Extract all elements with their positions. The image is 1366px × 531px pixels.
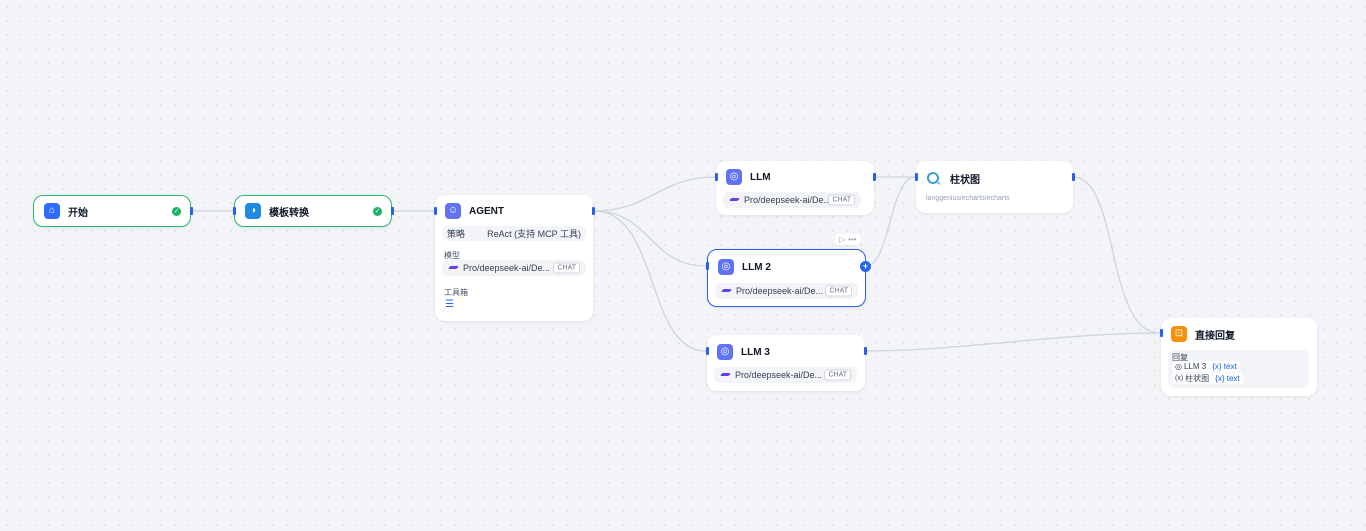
template-input-handle[interactable] xyxy=(233,207,236,215)
llm-node-title: LLM xyxy=(750,171,771,183)
llm2-model-row: Pro/deepseek-ai/De... CHAT xyxy=(715,283,858,299)
answer-node-title: 直接回复 xyxy=(1195,330,1235,342)
strategy-label: 策略 xyxy=(447,229,466,239)
run-icon[interactable]: ▷ xyxy=(839,235,846,244)
check-icon: ✓ xyxy=(373,207,382,216)
reply-var-source: 柱状图 xyxy=(1185,374,1210,383)
llm-input-handle[interactable] xyxy=(715,173,718,181)
start-node-title: 开始 xyxy=(68,207,88,219)
chart-node[interactable]: 柱状图 langgenius/echarts/echarts xyxy=(916,161,1073,213)
llm3-model-tag: CHAT xyxy=(824,369,851,381)
agent-strategy-row: 策略 ReAct (支持 MCP 工具) xyxy=(442,226,586,241)
deepseek-icon xyxy=(730,198,739,202)
template-output-handle[interactable] xyxy=(391,207,394,215)
agent-model-tag: CHAT xyxy=(553,262,580,274)
llm-model-row: Pro/deepseek-ai/De... CHAT xyxy=(723,192,861,208)
model-label: 模型 xyxy=(444,251,460,260)
start-output-handle[interactable] xyxy=(190,207,193,215)
llm3-model-name: Pro/deepseek-ai/De... xyxy=(735,370,823,380)
llm-model-name: Pro/deepseek-ai/De... xyxy=(744,195,832,205)
llm3-input-handle[interactable] xyxy=(706,347,709,355)
llm2-node-toolbar: ▷ ••• xyxy=(835,234,861,245)
llm-model-tag: CHAT xyxy=(828,194,855,206)
llm-output-handle[interactable] xyxy=(873,173,876,181)
llm-icon: ◎ xyxy=(726,169,742,185)
strategy-value: ReAct (支持 MCP 工具) xyxy=(487,229,581,239)
answer-icon: ⊡ xyxy=(1171,326,1187,342)
llm2-input-handle[interactable] xyxy=(706,262,709,270)
llm2-model-tag: CHAT xyxy=(825,285,852,297)
template-node[interactable]: ◑ 模板转换 ✓ xyxy=(234,195,392,227)
llm3-node-title: LLM 3 xyxy=(741,346,770,358)
deepseek-icon xyxy=(721,373,730,377)
check-icon: ✓ xyxy=(172,207,181,216)
reply-var-llm3: ◎ LLM 3 {x} text xyxy=(1172,361,1240,372)
edge-chart-answer xyxy=(1072,176,1161,334)
template-node-title: 模板转换 xyxy=(269,207,309,219)
llm-icon: ◎ xyxy=(1175,362,1182,371)
llm3-output-handle[interactable] xyxy=(864,347,867,355)
llm3-node[interactable]: ◎ LLM 3 Pro/deepseek-ai/De... CHAT xyxy=(707,335,865,391)
agent-node-title: AGENT xyxy=(469,205,504,217)
llm-icon: ◎ xyxy=(718,259,734,275)
llm2-node[interactable]: ◎ LLM 2 Pro/deepseek-ai/De... CHAT xyxy=(707,249,866,307)
chart-node-title: 柱状图 xyxy=(950,174,980,186)
llm-icon: ◎ xyxy=(717,344,733,360)
variable-icon: (x) xyxy=(1175,375,1184,382)
reply-var-chart: (x) 柱状图 {x} text xyxy=(1172,373,1243,384)
template-transform-icon: ◑ xyxy=(245,203,261,219)
llm2-model-name: Pro/deepseek-ai/De... xyxy=(736,286,824,296)
edge-agent-llm2 xyxy=(593,210,707,267)
llm3-model-row: Pro/deepseek-ai/De... CHAT xyxy=(714,367,857,383)
add-next-node-icon[interactable]: + xyxy=(860,261,871,272)
agent-model-row: Pro/deepseek-ai/De... CHAT xyxy=(442,260,586,276)
agent-input-handle[interactable] xyxy=(434,207,437,215)
edge-agent-llm3 xyxy=(593,210,707,352)
edge-agent-llm xyxy=(593,176,716,212)
deepseek-icon xyxy=(722,289,731,293)
agent-output-handle[interactable] xyxy=(592,207,595,215)
database-tool-icon: ☰ xyxy=(445,299,454,310)
deepseek-icon xyxy=(449,266,458,270)
start-node[interactable]: ⌂ 开始 ✓ xyxy=(33,195,191,227)
home-icon: ⌂ xyxy=(44,203,60,219)
answer-reply-box: 回复 ◎ LLM 3 {x} text (x) 柱状图 {x} text xyxy=(1168,350,1309,388)
reply-var-name: {x} text xyxy=(1212,362,1237,371)
reply-label: 回复 xyxy=(1172,353,1188,362)
chart-plugin-icon xyxy=(926,170,942,186)
edge-llm3-answer xyxy=(865,332,1161,352)
agent-model-name: Pro/deepseek-ai/De... xyxy=(463,263,551,273)
answer-node[interactable]: ⊡ 直接回复 回复 ◎ LLM 3 {x} text (x) 柱状图 {x} t… xyxy=(1161,318,1317,396)
answer-input-handle[interactable] xyxy=(1160,329,1163,337)
llm-node[interactable]: ◎ LLM Pro/deepseek-ai/De... CHAT xyxy=(716,161,874,215)
more-icon[interactable]: ••• xyxy=(848,235,857,244)
reply-var-name: {x} text xyxy=(1215,374,1240,383)
chart-output-handle[interactable] xyxy=(1072,173,1075,181)
llm2-node-title: LLM 2 xyxy=(742,261,771,273)
tools-label: 工具箱 xyxy=(444,288,468,297)
reply-var-source: LLM 3 xyxy=(1183,362,1207,371)
agent-icon: ☺ xyxy=(445,203,461,219)
agent-node[interactable]: ☺ AGENT 策略 ReAct (支持 MCP 工具) 模型 Pro/deep… xyxy=(435,195,593,321)
chart-input-handle[interactable] xyxy=(915,173,918,181)
chart-node-subtitle: langgenius/echarts/echarts xyxy=(926,195,1010,202)
